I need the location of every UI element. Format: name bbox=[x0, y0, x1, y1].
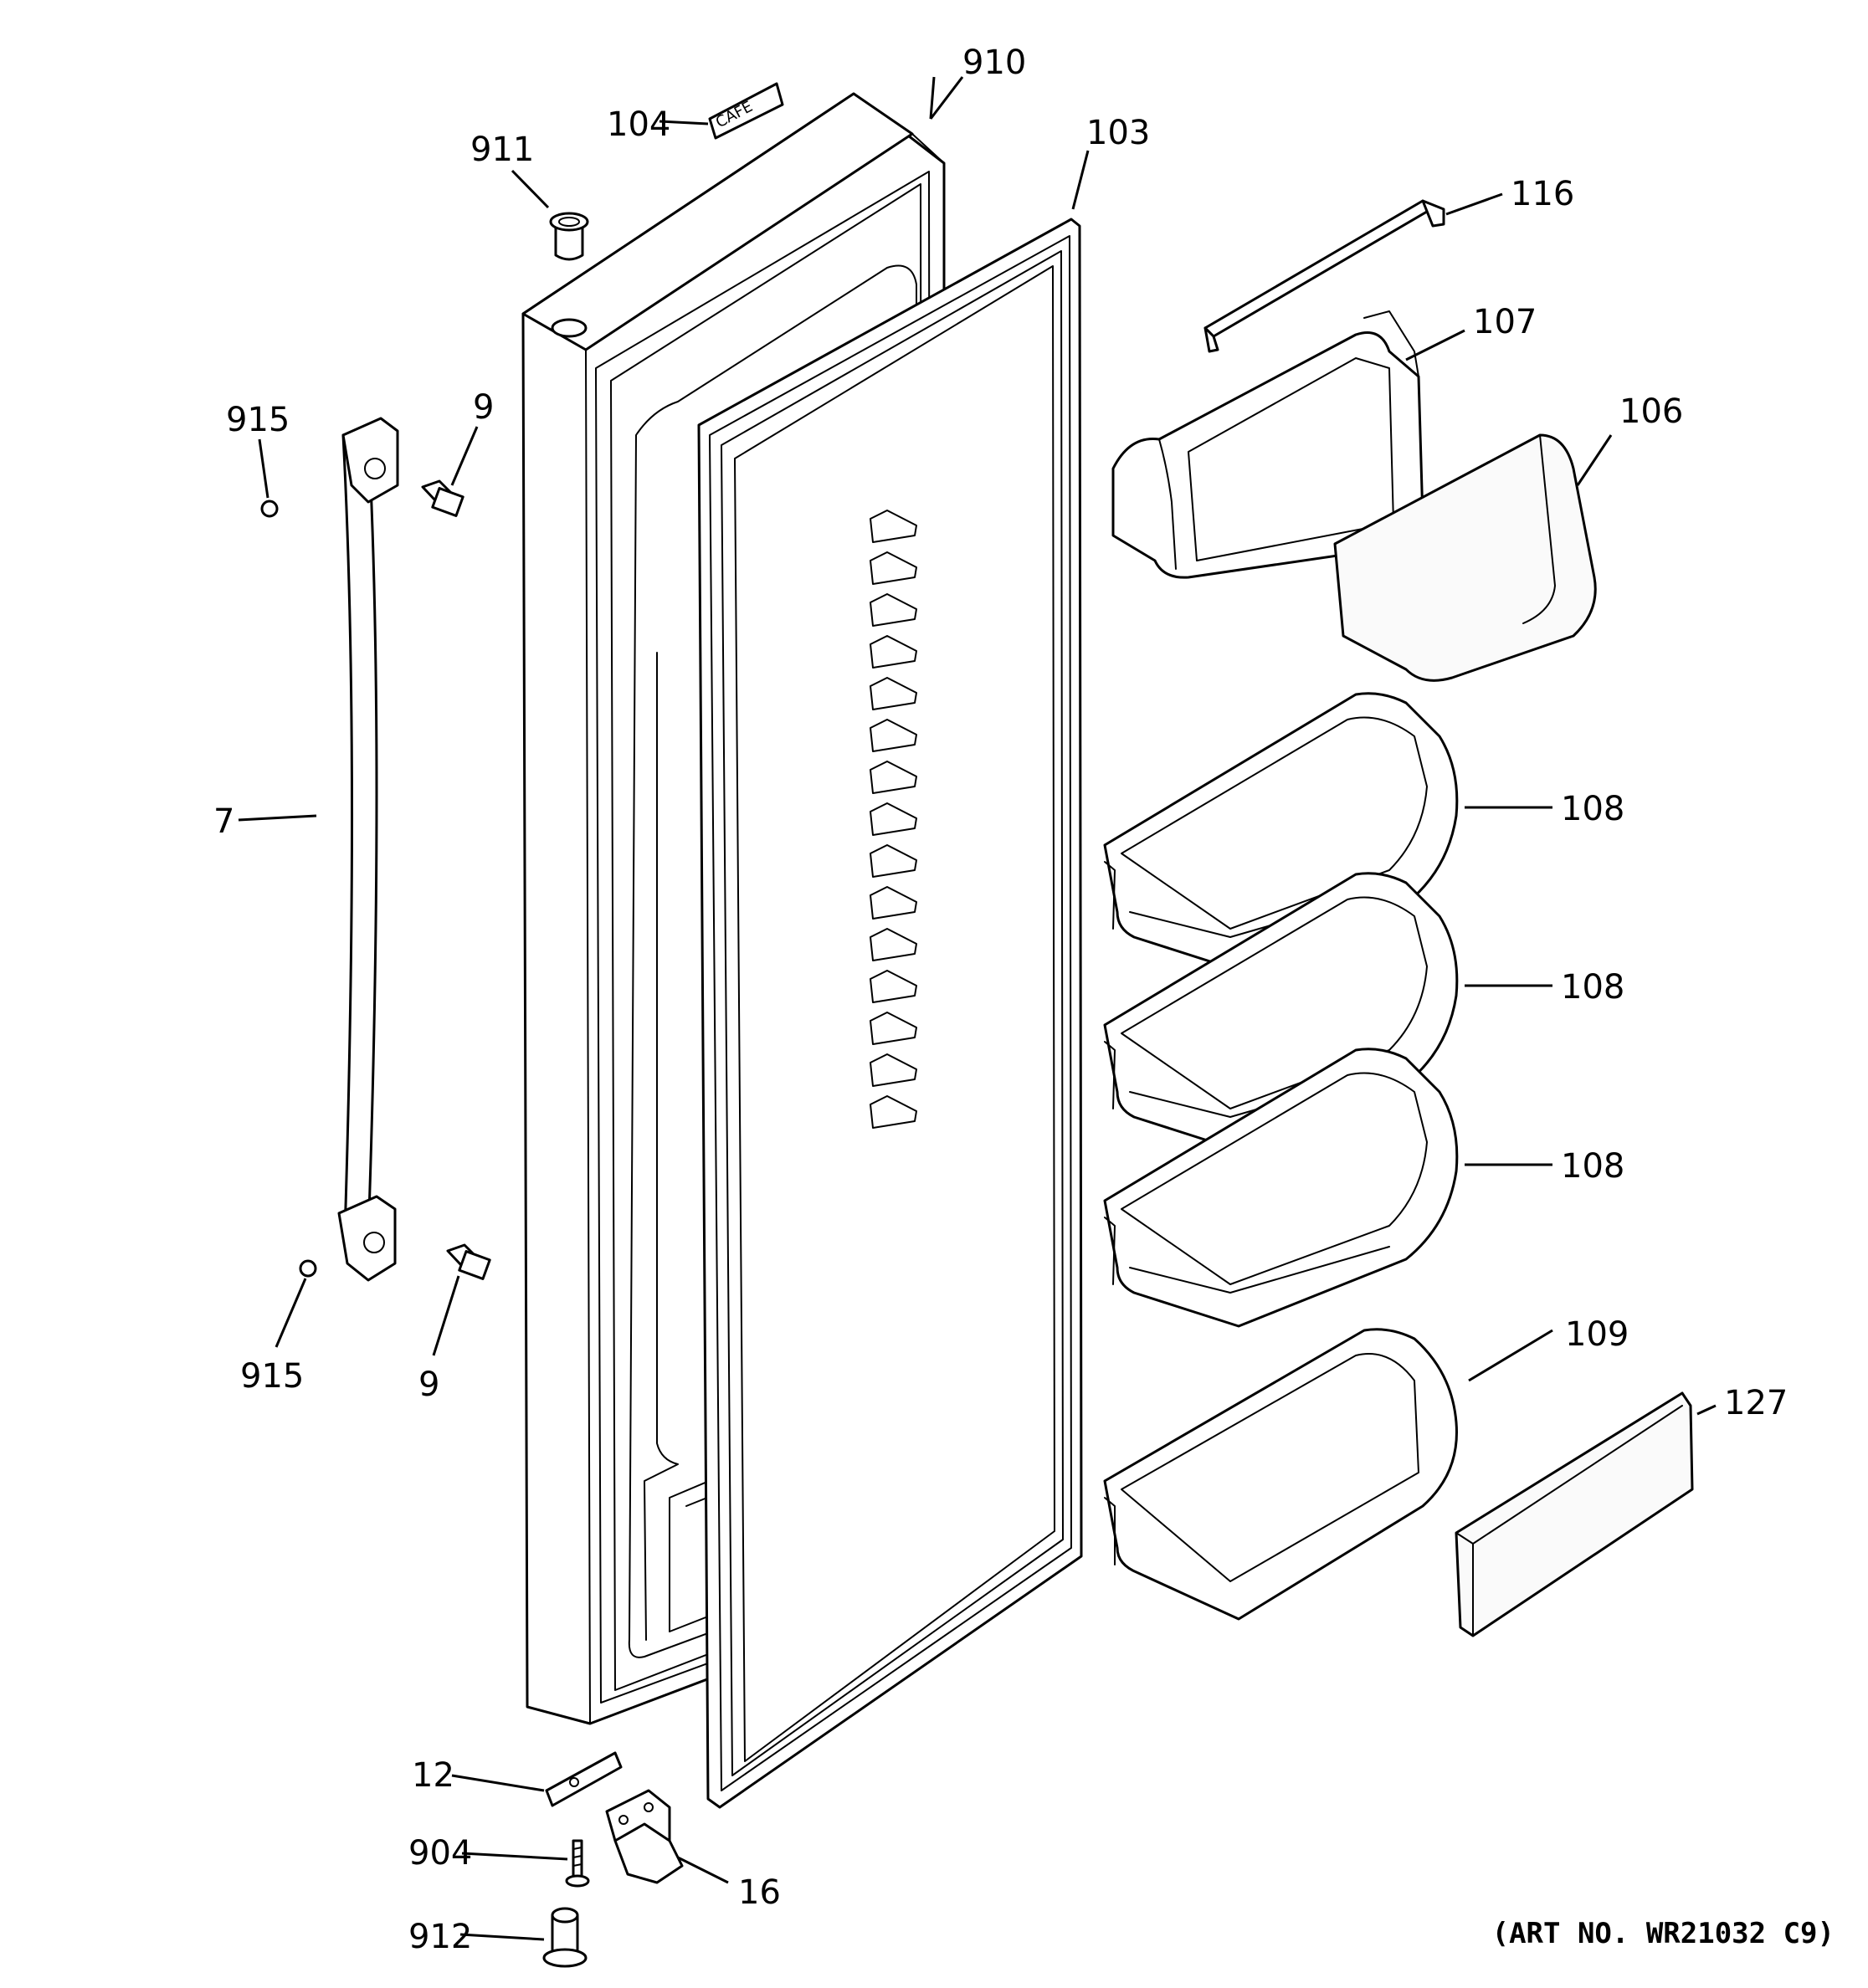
label-12: 12 bbox=[412, 1756, 454, 1795]
hinge-bushing-912 bbox=[542, 1907, 588, 1968]
hinge-bushing-911 bbox=[549, 212, 589, 261]
bin-cover-106 bbox=[1333, 433, 1597, 682]
hinge-shim-12 bbox=[545, 1751, 623, 1807]
bottom-hinge-16 bbox=[605, 1789, 684, 1884]
callout-labels: 910 104 911 103 116 107 106 915 9 7 108 … bbox=[213, 44, 1788, 1956]
label-127: 127 bbox=[1724, 1384, 1788, 1422]
badge-104: CAFE bbox=[708, 82, 784, 140]
door-bin-108-bottom bbox=[1103, 1048, 1459, 1328]
label-915-top: 915 bbox=[226, 401, 290, 439]
label-116: 116 bbox=[1511, 175, 1574, 213]
label-108-top: 108 bbox=[1561, 790, 1624, 828]
label-9-bottom: 9 bbox=[418, 1365, 439, 1404]
label-911: 911 bbox=[470, 131, 534, 169]
shelf-clips bbox=[870, 510, 917, 1129]
label-108-bottom: 108 bbox=[1561, 1147, 1624, 1186]
bin-rail-116 bbox=[1203, 199, 1445, 353]
label-910: 910 bbox=[962, 44, 1026, 82]
leader-lines bbox=[238, 76, 1717, 1941]
label-107: 107 bbox=[1473, 303, 1537, 341]
label-106: 106 bbox=[1619, 392, 1683, 431]
handle-stud-9-top bbox=[421, 479, 464, 517]
label-103: 103 bbox=[1086, 114, 1150, 152]
door-handle-7 bbox=[337, 417, 399, 1282]
label-915-bottom: 915 bbox=[240, 1357, 304, 1396]
art-number: (ART NO. WR21032 C9) bbox=[1492, 1917, 1835, 1950]
label-9-top: 9 bbox=[473, 388, 494, 427]
set-screw-915-top bbox=[260, 500, 279, 518]
label-7: 7 bbox=[213, 802, 234, 841]
set-screw-915-bottom bbox=[299, 1259, 317, 1278]
label-109: 109 bbox=[1565, 1315, 1629, 1354]
handle-stud-9-bottom bbox=[446, 1243, 491, 1280]
door-bin-107 bbox=[1111, 310, 1424, 579]
label-904: 904 bbox=[408, 1834, 472, 1873]
bin-cover-127 bbox=[1455, 1391, 1694, 1637]
label-108-middle: 108 bbox=[1561, 968, 1624, 1007]
label-16: 16 bbox=[738, 1873, 781, 1912]
label-104: 104 bbox=[607, 105, 670, 144]
door-bin-109 bbox=[1103, 1328, 1458, 1621]
screw-904 bbox=[565, 1839, 590, 1888]
label-912: 912 bbox=[408, 1918, 472, 1956]
